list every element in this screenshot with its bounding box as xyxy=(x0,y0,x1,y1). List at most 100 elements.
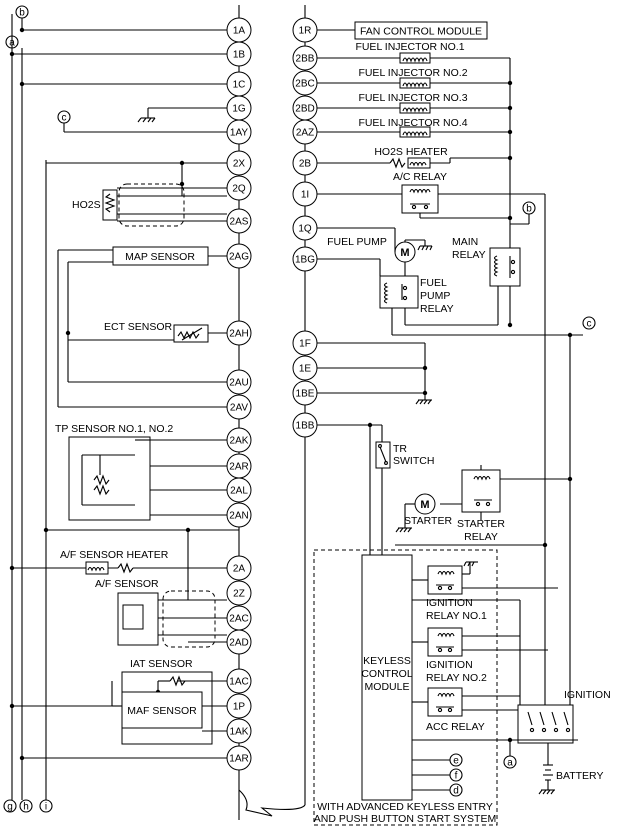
pin-1i: 1I xyxy=(292,181,318,207)
svg-text:IGNITION: IGNITION xyxy=(426,659,473,671)
pin-1r: 1R xyxy=(292,17,318,43)
svg-text:BATTERY: BATTERY xyxy=(556,770,603,782)
svg-text:2BC: 2BC xyxy=(295,79,314,90)
svg-text:A/C RELAY: A/C RELAY xyxy=(393,171,447,183)
pin-2ah: 2AH xyxy=(226,320,252,346)
pin-2ad: 2AD xyxy=(226,629,252,655)
svg-text:1E: 1E xyxy=(299,364,312,375)
svg-text:1F: 1F xyxy=(299,339,311,350)
svg-text:2AL: 2AL xyxy=(230,486,248,497)
svg-text:PUMP: PUMP xyxy=(420,290,450,302)
svg-text:1B: 1B xyxy=(233,50,246,61)
connector-ref-b-right: b xyxy=(510,201,536,225)
svg-text:TR: TR xyxy=(393,443,407,455)
svg-text:1P: 1P xyxy=(233,702,246,713)
keyless-control-module: KEYLESS CONTROL MODULE xyxy=(361,554,413,801)
svg-text:g: g xyxy=(7,802,13,813)
pin-1b: 1B xyxy=(226,41,252,67)
svg-text:i: i xyxy=(45,802,47,813)
svg-text:RELAY NO.2: RELAY NO.2 xyxy=(426,672,487,684)
svg-text:b: b xyxy=(526,204,532,215)
svg-text:FUEL INJECTOR NO.1: FUEL INJECTOR NO.1 xyxy=(355,41,464,53)
svg-text:1Q: 1Q xyxy=(298,224,312,235)
connector-ref-h: h xyxy=(19,799,33,813)
ac-relay: A/C RELAY xyxy=(317,171,546,740)
svg-text:KEYLESS: KEYLESS xyxy=(363,655,411,667)
svg-text:HO2S HEATER: HO2S HEATER xyxy=(374,146,448,158)
svg-text:FUEL INJECTOR NO.2: FUEL INJECTOR NO.2 xyxy=(358,67,467,79)
pin-1bb: 1BB xyxy=(292,412,318,438)
fuel-pump: FUEL PUMP M xyxy=(317,227,433,276)
svg-text:1I: 1I xyxy=(301,190,309,201)
fuel-injector-4: FUEL INJECTOR NO.4 xyxy=(317,117,510,138)
keyless-system-boundary: WITH ADVANCED KEYLESS ENTRY AND PUSH BUT… xyxy=(313,549,498,826)
pin-2ac: 2AC xyxy=(226,605,252,631)
af-sensor: A/F SENSOR xyxy=(95,527,227,648)
svg-text:2AR: 2AR xyxy=(229,462,248,473)
svg-text:2Z: 2Z xyxy=(233,589,245,600)
svg-text:FUEL INJECTOR NO.4: FUEL INJECTOR NO.4 xyxy=(358,117,467,129)
connector-ref-a-bottom: a xyxy=(503,740,517,769)
svg-text:2AV: 2AV xyxy=(230,403,248,414)
svg-text:1BG: 1BG xyxy=(295,255,315,266)
ignition-switch: IGNITION xyxy=(412,689,611,744)
ignition-relay-1: IGNITION RELAY NO.1 xyxy=(412,561,558,622)
pin-2ag: 2AG xyxy=(226,243,252,269)
connector-ref-c-left: c xyxy=(57,110,227,133)
fuel-injector-1: FUEL INJECTOR NO.1 xyxy=(317,41,510,64)
svg-text:2AH: 2AH xyxy=(229,329,248,340)
pin-2q: 2Q xyxy=(226,175,252,201)
svg-text:1G: 1G xyxy=(232,104,246,115)
svg-text:STARTER: STARTER xyxy=(457,518,505,530)
svg-text:2AN: 2AN xyxy=(229,511,248,522)
pin-2bd: 2BD xyxy=(292,95,318,121)
tp-sensor: TP SENSOR NO.1, NO.2 xyxy=(55,423,227,521)
svg-text:2AU: 2AU xyxy=(229,378,248,389)
svg-text:1C: 1C xyxy=(233,80,246,91)
pin-2ar: 2AR xyxy=(226,453,252,479)
pin-1ac: 1AC xyxy=(226,668,252,694)
pin-1bg: 1BG xyxy=(292,246,318,272)
pin-2b: 2B xyxy=(292,150,318,176)
ignition-relay-2: IGNITION RELAY NO.2 xyxy=(412,627,548,684)
svg-text:1BE: 1BE xyxy=(296,389,315,400)
svg-text:2AZ: 2AZ xyxy=(296,128,314,139)
pin-2z: 2Z xyxy=(226,580,252,606)
pin-2ak: 2AK xyxy=(226,427,252,453)
svg-text:d: d xyxy=(453,786,459,797)
right-pins: 1R 2BB 2BC 2BD 2AZ 2B 1I 1Q 1BG 1F 1E 1B… xyxy=(292,17,318,438)
svg-text:MAP SENSOR: MAP SENSOR xyxy=(125,251,195,263)
connector-ref-a-top: a xyxy=(5,35,19,49)
svg-text:FAN CONTROL MODULE: FAN CONTROL MODULE xyxy=(360,26,482,38)
svg-text:RELAY: RELAY xyxy=(464,531,498,543)
svg-text:A/F SENSOR: A/F SENSOR xyxy=(95,578,159,590)
connector-ref-c-right: c xyxy=(392,316,596,740)
fan-control-module: FAN CONTROL MODULE xyxy=(317,21,488,40)
pin-2x: 2X xyxy=(226,150,252,176)
pin-1be: 1BE xyxy=(292,380,318,406)
svg-text:RELAY NO.1: RELAY NO.1 xyxy=(426,610,487,622)
ect-sensor: ECT SENSOR xyxy=(68,321,227,343)
svg-text:MAF SENSOR: MAF SENSOR xyxy=(127,705,197,717)
ho2s-heater: HO2S HEATER xyxy=(317,146,510,169)
starter: M STARTER xyxy=(395,493,462,533)
pin-1ar: 1AR xyxy=(226,745,252,771)
main-relay: MAIN RELAY xyxy=(452,236,521,328)
svg-text:a: a xyxy=(507,758,513,769)
svg-text:2Q: 2Q xyxy=(232,184,246,195)
svg-text:IAT SENSOR: IAT SENSOR xyxy=(130,658,193,670)
battery: BATTERY xyxy=(538,743,603,795)
svg-text:1A: 1A xyxy=(233,26,246,37)
pin-1e: 1E xyxy=(292,355,318,381)
pin-2as: 2AS xyxy=(226,208,252,234)
svg-text:b: b xyxy=(19,8,25,19)
svg-text:c: c xyxy=(62,113,67,124)
svg-text:2BD: 2BD xyxy=(295,104,314,115)
left-pins: 1A 1B 1C 1G 1AY 2X 2Q 2AS 2AG 2AH 2AU 2A… xyxy=(226,17,252,771)
svg-text:AND PUSH BUTTON START SYSTEM: AND PUSH BUTTON START SYSTEM xyxy=(314,813,496,825)
svg-text:2A: 2A xyxy=(233,564,246,575)
svg-text:h: h xyxy=(23,802,29,813)
ground-symbol-1g xyxy=(137,107,227,123)
injector-feed-bus xyxy=(507,58,513,240)
